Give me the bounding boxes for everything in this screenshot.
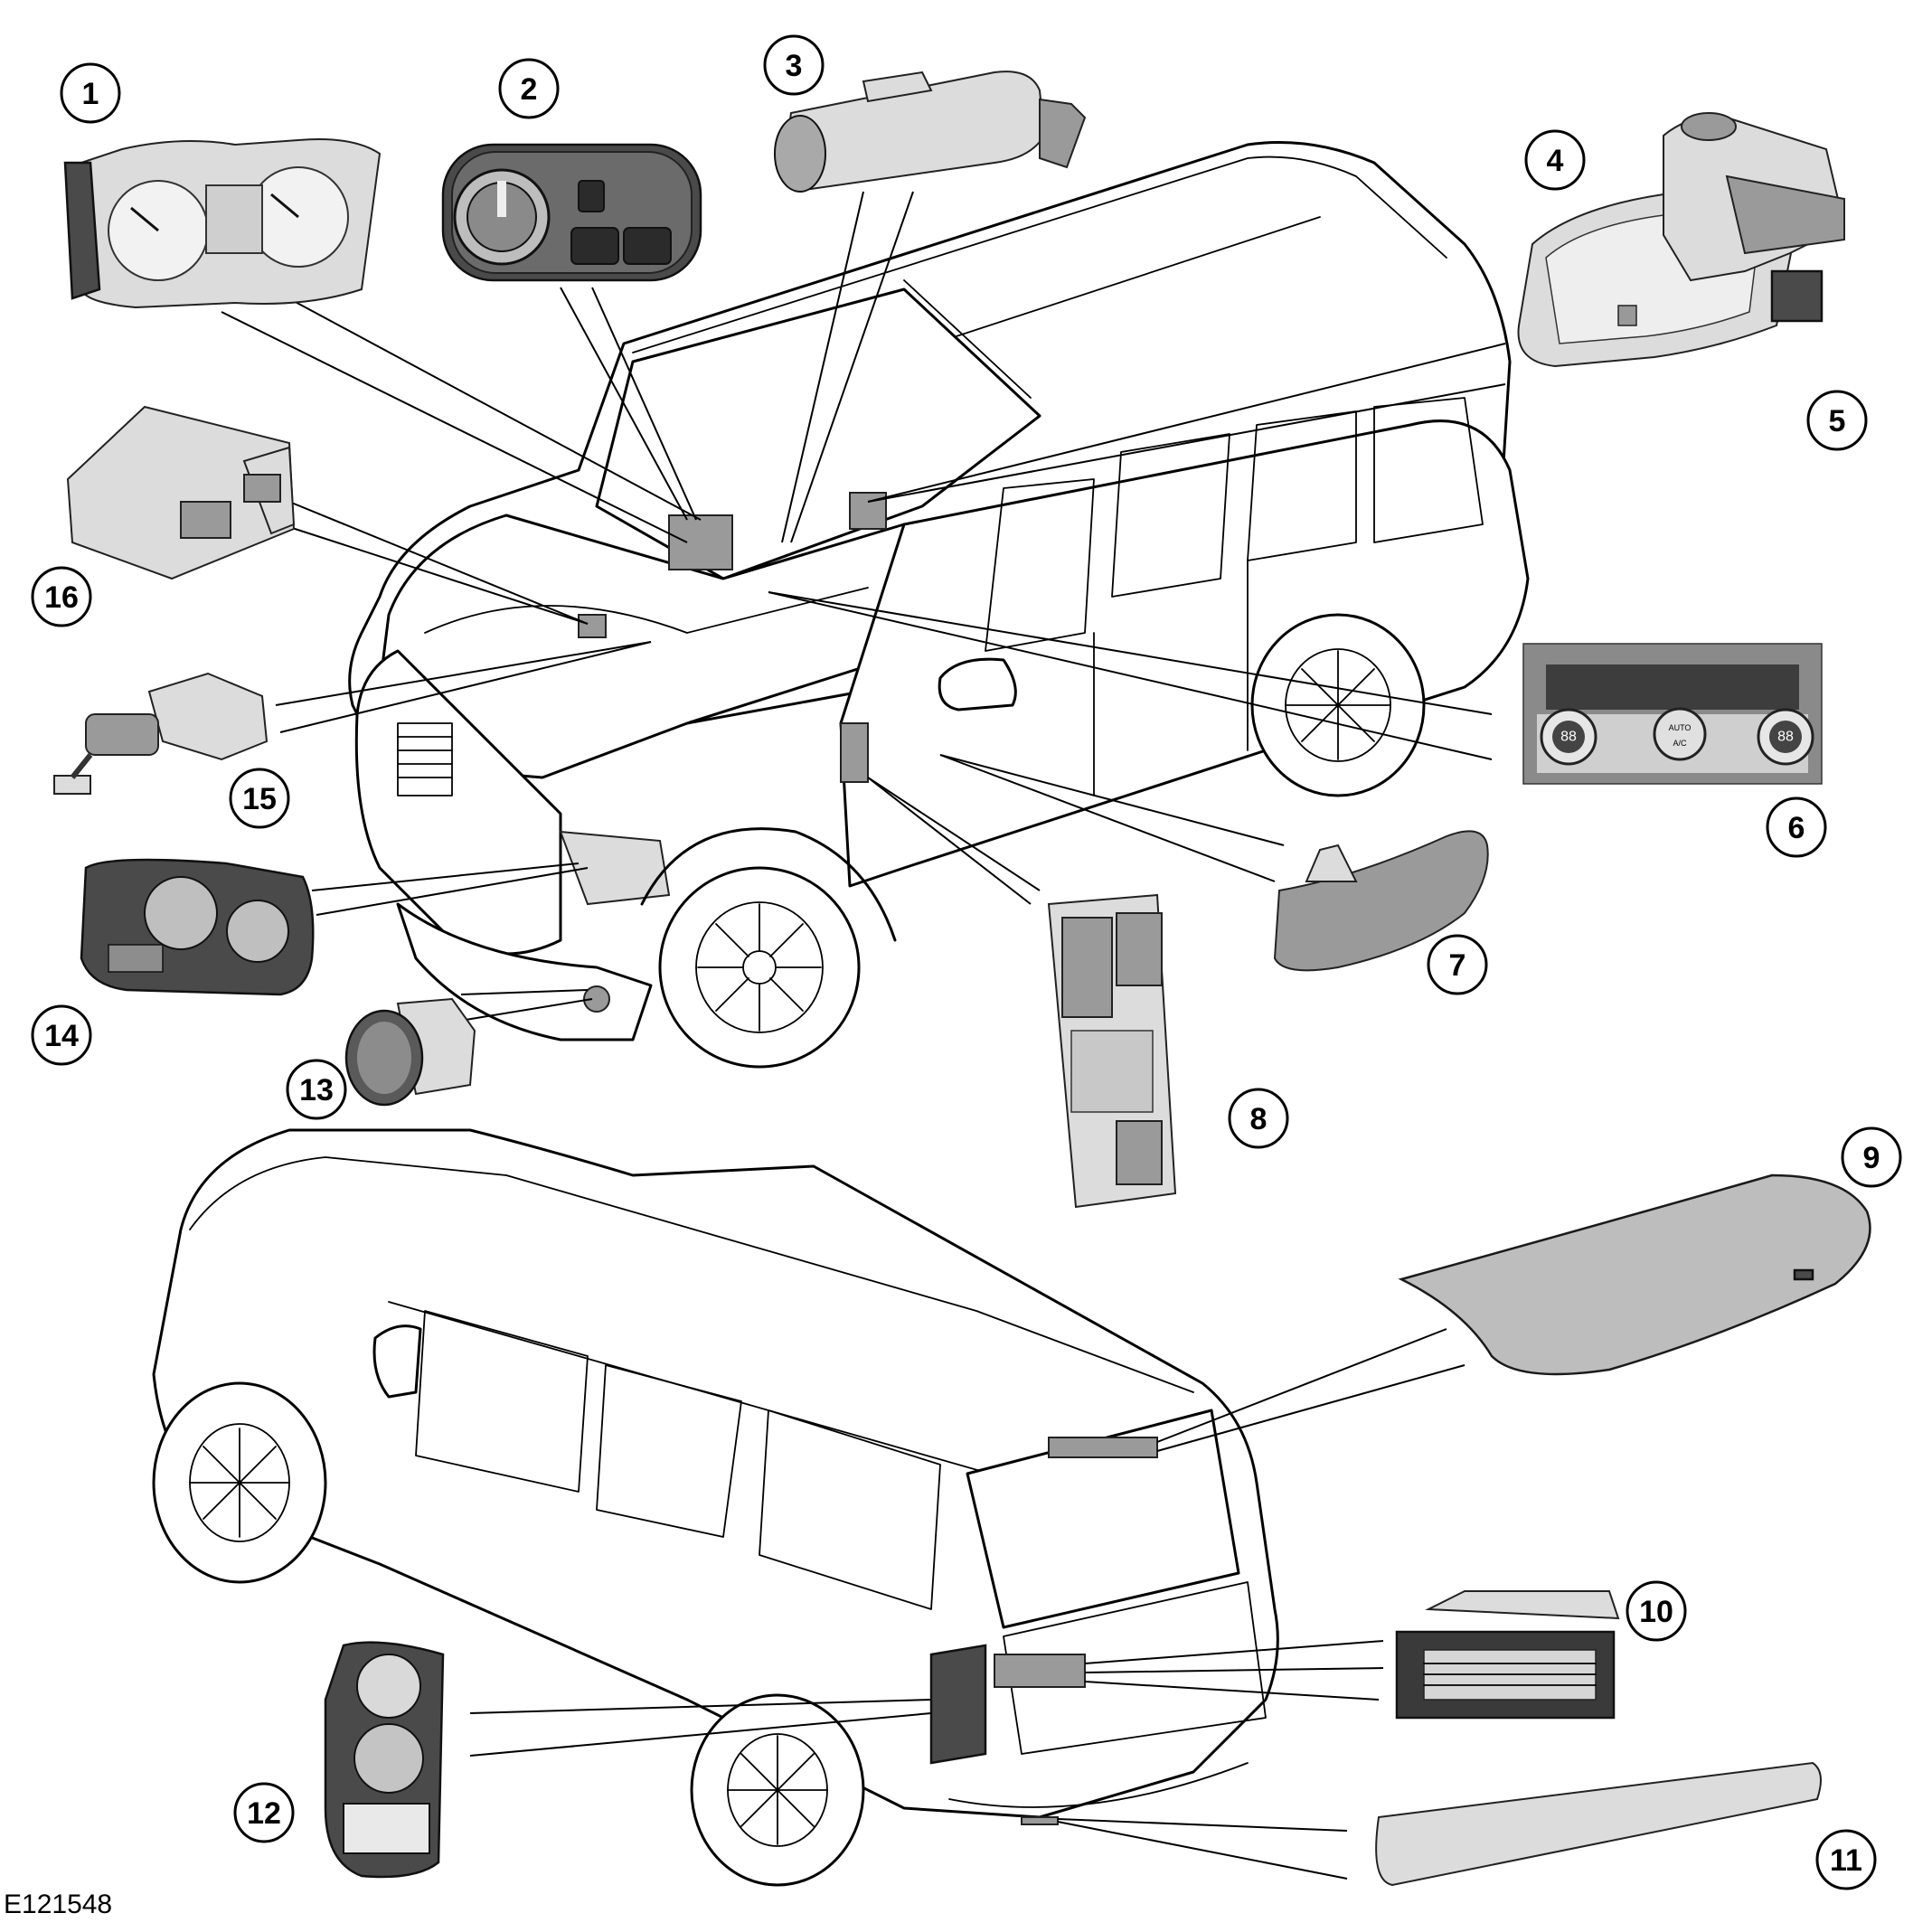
number-plate-lamp-icon — [1395, 1590, 1620, 1720]
climate-left-temp: 88 — [1560, 730, 1577, 745]
rear-vehicle-illustration — [152, 1128, 1279, 1887]
callout-4: 4 — [1524, 129, 1586, 191]
callout-1: 1 — [60, 62, 121, 124]
callout-14-label: 14 — [44, 1019, 79, 1053]
control-module-icon — [66, 405, 296, 580]
vehicle-interior-switchpack — [668, 514, 733, 570]
callout-4-label: 4 — [1547, 144, 1564, 178]
rear-lamp-cluster-icon — [324, 1641, 445, 1879]
callout-2: 2 — [498, 58, 560, 119]
vehicle-brake-switch-location — [578, 614, 607, 638]
callout-1-label: 1 — [82, 77, 99, 111]
callout-10-label: 10 — [1639, 1595, 1673, 1629]
mirror-module-icon — [1770, 269, 1824, 323]
vehicle-headlamp — [559, 830, 671, 906]
rear-view-mirror-icon — [1517, 112, 1846, 368]
rain-sensor-icon — [1725, 174, 1845, 255]
side-repeater-lamp-icon — [1273, 830, 1489, 972]
callout-16: 16 — [31, 566, 92, 627]
callout-16-label: 16 — [44, 580, 79, 615]
callout-13-label: 13 — [299, 1073, 334, 1107]
callout-15-label: 15 — [242, 782, 277, 816]
climate-auto-label: AUTO — [1669, 723, 1692, 732]
high-mounted-stop-lamp-icon — [1398, 1173, 1871, 1376]
callout-11-label: 11 — [1830, 1843, 1862, 1878]
grille-bars — [397, 722, 453, 796]
vehicle-cjb-location — [840, 722, 869, 783]
vehicle-number-plate-lamp — [994, 1654, 1086, 1688]
indicator-stalk-switch-icon — [774, 71, 1087, 193]
callout-14: 14 — [31, 1004, 92, 1066]
instrument-cluster-icon — [63, 138, 382, 309]
vehicle-reverse-lamp — [1021, 1816, 1059, 1825]
headlamp-assembly-icon — [80, 858, 315, 996]
climate-control-panel-icon: 88 88 AUTO A/C — [1522, 643, 1823, 785]
leader-lines — [221, 191, 1506, 1880]
vehicle-hmsl — [1048, 1437, 1158, 1458]
lighting-switch-icon — [441, 143, 702, 282]
callout-11: 11 — [1815, 1829, 1877, 1890]
callout-9-label: 9 — [1863, 1141, 1880, 1175]
front-wheel — [658, 866, 861, 1069]
callout-6-label: 6 — [1788, 811, 1805, 845]
callout-5-label: 5 — [1829, 404, 1846, 438]
front-fog-lamp-icon — [344, 997, 476, 1107]
callout-10: 10 — [1626, 1580, 1687, 1642]
callout-5: 5 — [1806, 390, 1868, 451]
callout-3: 3 — [763, 34, 825, 96]
callout-12-label: 12 — [247, 1796, 281, 1831]
climate-right-temp: 88 — [1777, 730, 1794, 745]
callout-8-label: 8 — [1250, 1102, 1268, 1136]
callout-13: 13 — [286, 1059, 347, 1120]
front-vehicle-illustration — [348, 141, 1530, 1069]
climate-ac-label: A/C — [1673, 739, 1687, 748]
vehicle-rear-view-mirror-location — [849, 492, 887, 530]
callout-2-label: 2 — [521, 72, 538, 107]
vehicle-mirror — [938, 657, 1017, 712]
callout-9: 9 — [1841, 1126, 1902, 1188]
callout-15: 15 — [229, 768, 290, 829]
callout-12: 12 — [233, 1782, 295, 1843]
callout-8: 8 — [1228, 1088, 1289, 1149]
rear-reflector-icon — [1375, 1761, 1822, 1887]
brake-pedal-switch-icon — [53, 672, 269, 795]
callout-7-label: 7 — [1449, 948, 1466, 983]
figure-reference-number: E121548 — [4, 1890, 113, 1919]
callout-6: 6 — [1766, 796, 1827, 858]
vehicle-rear-lamp — [929, 1644, 987, 1765]
central-junction-box-icon — [1047, 893, 1177, 1209]
callout-3-label: 3 — [786, 49, 803, 83]
callout-7: 7 — [1427, 934, 1488, 995]
vehicle-fog-lamp — [583, 985, 610, 1013]
